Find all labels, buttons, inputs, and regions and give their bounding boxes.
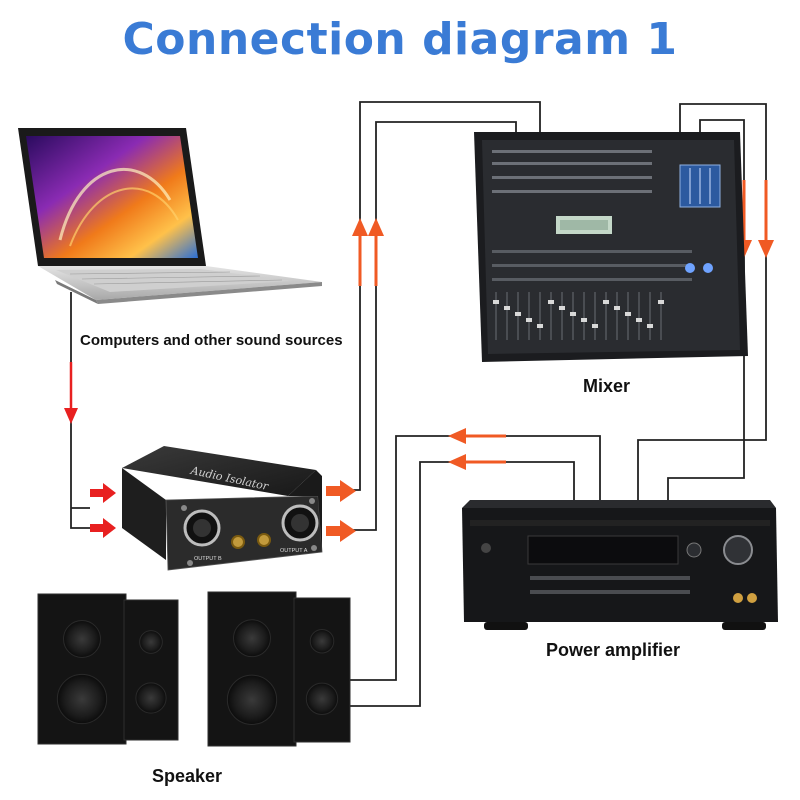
mixer-fader-cap [581,318,587,322]
mixer-fader-cap [647,324,653,328]
mixer-fader-cap [515,312,521,316]
mixer-fader-cap [504,306,510,310]
mixer-fader-cap [625,312,631,316]
up-arrow-1 [352,218,368,286]
output-arrow-1 [326,480,356,502]
up-arrow-2 [368,218,384,286]
cable-amp-to-speaker-2 [350,461,575,707]
cable-mixer-to-amp-1 [637,103,767,500]
speaker-cone [309,628,335,654]
mixer-fader-cap [559,306,565,310]
mixer-fader-cap [570,312,576,316]
mixer-fader-cap [537,324,543,328]
audio-isolator-image [122,446,323,571]
speaker-cone [233,619,271,658]
speaker-cone [135,682,167,714]
cable-amp-to-speaker-1 [348,435,601,681]
label-power-amplifier: Power amplifier [546,640,681,660]
speaker-cone [305,682,339,715]
left-arrow-2 [448,454,506,470]
speaker-cone [226,674,278,725]
mixer-fader-cap [636,318,642,322]
source-arrow-branch-2 [90,518,116,538]
diagram-title: Connection diagram 1 [122,14,678,65]
mixer-fader-cap [658,300,664,304]
mixer-fader-cap [603,300,609,304]
left-arrow-1 [448,428,506,444]
cable-isolator-to-mixer-2 [346,121,517,531]
output-arrow-2 [326,520,356,542]
label-mixer: Mixer [583,376,631,396]
mixer-fader-cap [548,300,554,304]
laptop-image [18,128,322,304]
mixer-fader-cap [614,306,620,310]
speaker-cabinet [293,597,351,743]
source-arrow-down-head [64,408,78,424]
isolator-output-a: OUTPUT A [280,548,308,554]
signal-arrows [64,180,774,542]
isolator-output-b: OUTPUT B [194,556,222,562]
label-speaker: Speaker [152,766,223,786]
mixer-fader-cap [592,324,598,328]
source-arrow-branch-1 [90,483,116,503]
speaker-cone [139,630,163,654]
mixer-image [474,132,748,362]
speaker-cone [56,673,108,725]
cable-isolator-to-mixer-1 [346,101,541,491]
label-sound-sources: Computers and other sound sources [80,332,343,349]
mixer-fader-cap [526,318,532,322]
speaker-cone [63,620,101,658]
mixer-fader-cap [493,300,499,304]
down-arrow-2 [758,180,774,258]
speaker-cabinet [123,599,179,741]
power-amplifier-image [462,500,778,630]
speakers-image [37,591,351,747]
